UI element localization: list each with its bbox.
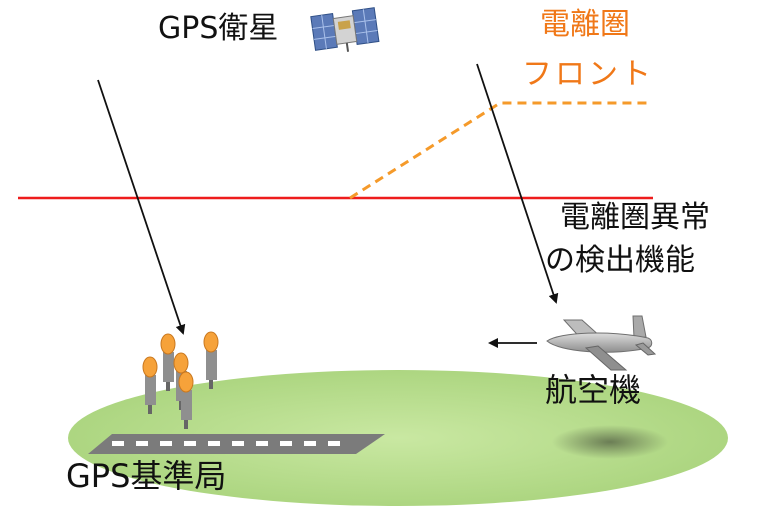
aircraft-shadow <box>552 425 668 459</box>
gps-reference-station-label: GPS基準局 <box>66 457 227 495</box>
ionosphere-front-label-line1: 電離圏 <box>540 7 630 42</box>
signal-line-to-aircraft <box>476 63 559 304</box>
ground-ellipse <box>68 370 728 506</box>
satellite-icon <box>310 7 380 52</box>
antenna-2 <box>160 333 176 391</box>
anomaly-detection-label-line2: の検出機能 <box>545 243 695 278</box>
aircraft-label: 航空機 <box>545 371 642 409</box>
ionosphere-front-label-line2: フロント <box>522 57 654 92</box>
antenna-4 <box>178 371 194 429</box>
anomaly-detection-label-line1: 電離圏異常 <box>560 200 710 235</box>
antenna-1 <box>142 356 158 414</box>
gps-satellite-label: GPS衛星 <box>158 11 279 46</box>
antenna-5 <box>203 331 219 389</box>
antenna-icon <box>142 331 219 429</box>
signal-line-to-station <box>97 79 186 335</box>
runway <box>88 434 385 454</box>
ionosphere-front-dashed-line <box>349 101 650 200</box>
airplane-icon <box>546 315 657 371</box>
